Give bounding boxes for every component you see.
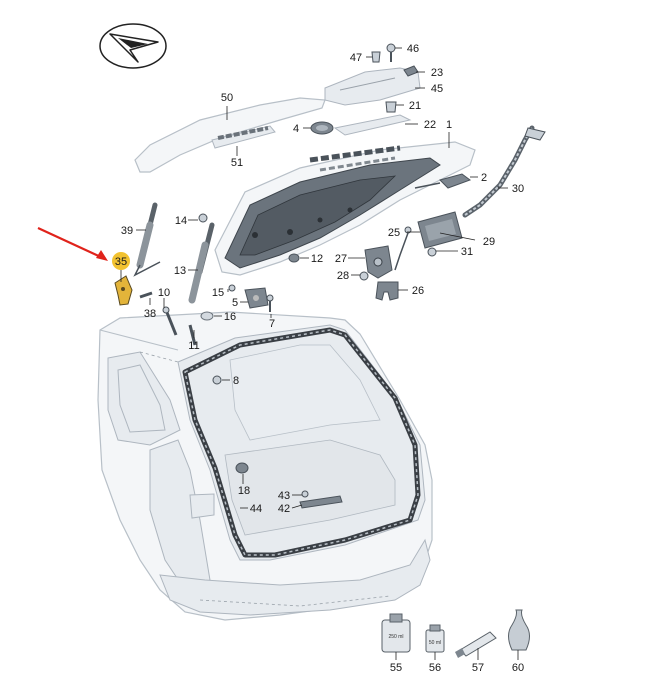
label-25: 25: [388, 227, 400, 239]
label-35: 35: [115, 256, 127, 268]
label-44: 44: [250, 503, 262, 515]
label-60: 60: [512, 662, 524, 674]
label-2: 2: [481, 172, 487, 184]
label-45: 45: [431, 83, 443, 95]
latch-42-43: [299, 490, 343, 509]
label-8: 8: [233, 375, 239, 387]
container-55: 250 ml: [381, 613, 411, 653]
trim-panel-45: [324, 67, 421, 106]
label-18: 18: [238, 485, 250, 497]
clip-12: [288, 253, 300, 263]
label-57: 57: [472, 662, 484, 674]
label-42: 42: [278, 503, 290, 515]
hinge-5: [244, 287, 269, 309]
gas-strut-13: [188, 222, 215, 304]
label-55: 55: [390, 662, 402, 674]
buffer-18: [235, 462, 249, 474]
label-4: 4: [293, 123, 299, 135]
connector-31: [427, 247, 437, 257]
label-28: 28: [337, 270, 349, 282]
lock-motor-25: [394, 211, 463, 271]
container-55-marking: 250 ml: [388, 634, 403, 640]
label-47: 47: [350, 52, 362, 64]
clip-47: [371, 51, 381, 63]
part-labels: 50 51 47 46 23 45 21 22 4 1 2 30 25 29 3…: [115, 43, 524, 674]
pointer-arrow-icon: [37, 227, 108, 261]
screw-46: [386, 43, 396, 62]
lock-27: [364, 245, 393, 279]
screw-7: [266, 294, 274, 312]
tube-57: [455, 631, 497, 658]
highlight-marker: [112, 252, 130, 270]
bolt-14: [198, 213, 208, 223]
label-56: 56: [429, 662, 441, 674]
nut-28: [359, 271, 369, 281]
label-16: 16: [224, 311, 236, 323]
label-26: 26: [412, 285, 424, 297]
label-14: 14: [175, 215, 187, 227]
label-12: 12: [311, 253, 323, 265]
label-29: 29: [483, 236, 495, 248]
label-51: 51: [231, 157, 243, 169]
clip-15: [228, 284, 236, 292]
label-11: 11: [188, 340, 199, 352]
label-13: 13: [174, 265, 186, 277]
label-38: 38: [144, 308, 156, 320]
trim-strip-22: [333, 114, 412, 136]
label-21: 21: [409, 100, 421, 112]
label-1: 1: [446, 119, 452, 131]
clip-21: [385, 101, 397, 113]
tailgate: [214, 141, 476, 276]
cap-16: [200, 311, 214, 321]
orientation-logo-icon: [99, 23, 167, 69]
bracket-35: [114, 275, 133, 306]
label-46: 46: [407, 43, 419, 55]
vehicle-body: [97, 311, 433, 621]
emblem-4: [310, 121, 334, 135]
container-56-marking: 50 ml: [429, 640, 441, 646]
bolt-10: [162, 306, 178, 336]
label-23: 23: [431, 67, 443, 79]
striker-26: [375, 281, 399, 301]
container-56: 50 ml: [425, 624, 445, 653]
bolt-11: [188, 324, 197, 346]
label-39: 39: [121, 225, 133, 237]
rear-spoiler: [134, 97, 326, 173]
label-30: 30: [512, 183, 524, 195]
wiring-harness-30: [462, 125, 546, 218]
label-7: 7: [269, 318, 275, 330]
label-5: 5: [232, 297, 238, 309]
label-27: 27: [335, 253, 347, 265]
label-15: 15: [212, 287, 224, 299]
label-31: 31: [461, 246, 473, 258]
handle-2: [414, 173, 472, 189]
gas-strut-39: [133, 202, 161, 277]
label-22: 22: [424, 119, 436, 131]
bolt-38: [139, 291, 153, 299]
clip-8: [212, 375, 222, 385]
leader-lines: [120, 47, 519, 660]
label-10: 10: [158, 287, 170, 299]
label-43: 43: [278, 490, 290, 502]
bag-60: [508, 609, 530, 651]
label-50: 50: [221, 92, 233, 104]
